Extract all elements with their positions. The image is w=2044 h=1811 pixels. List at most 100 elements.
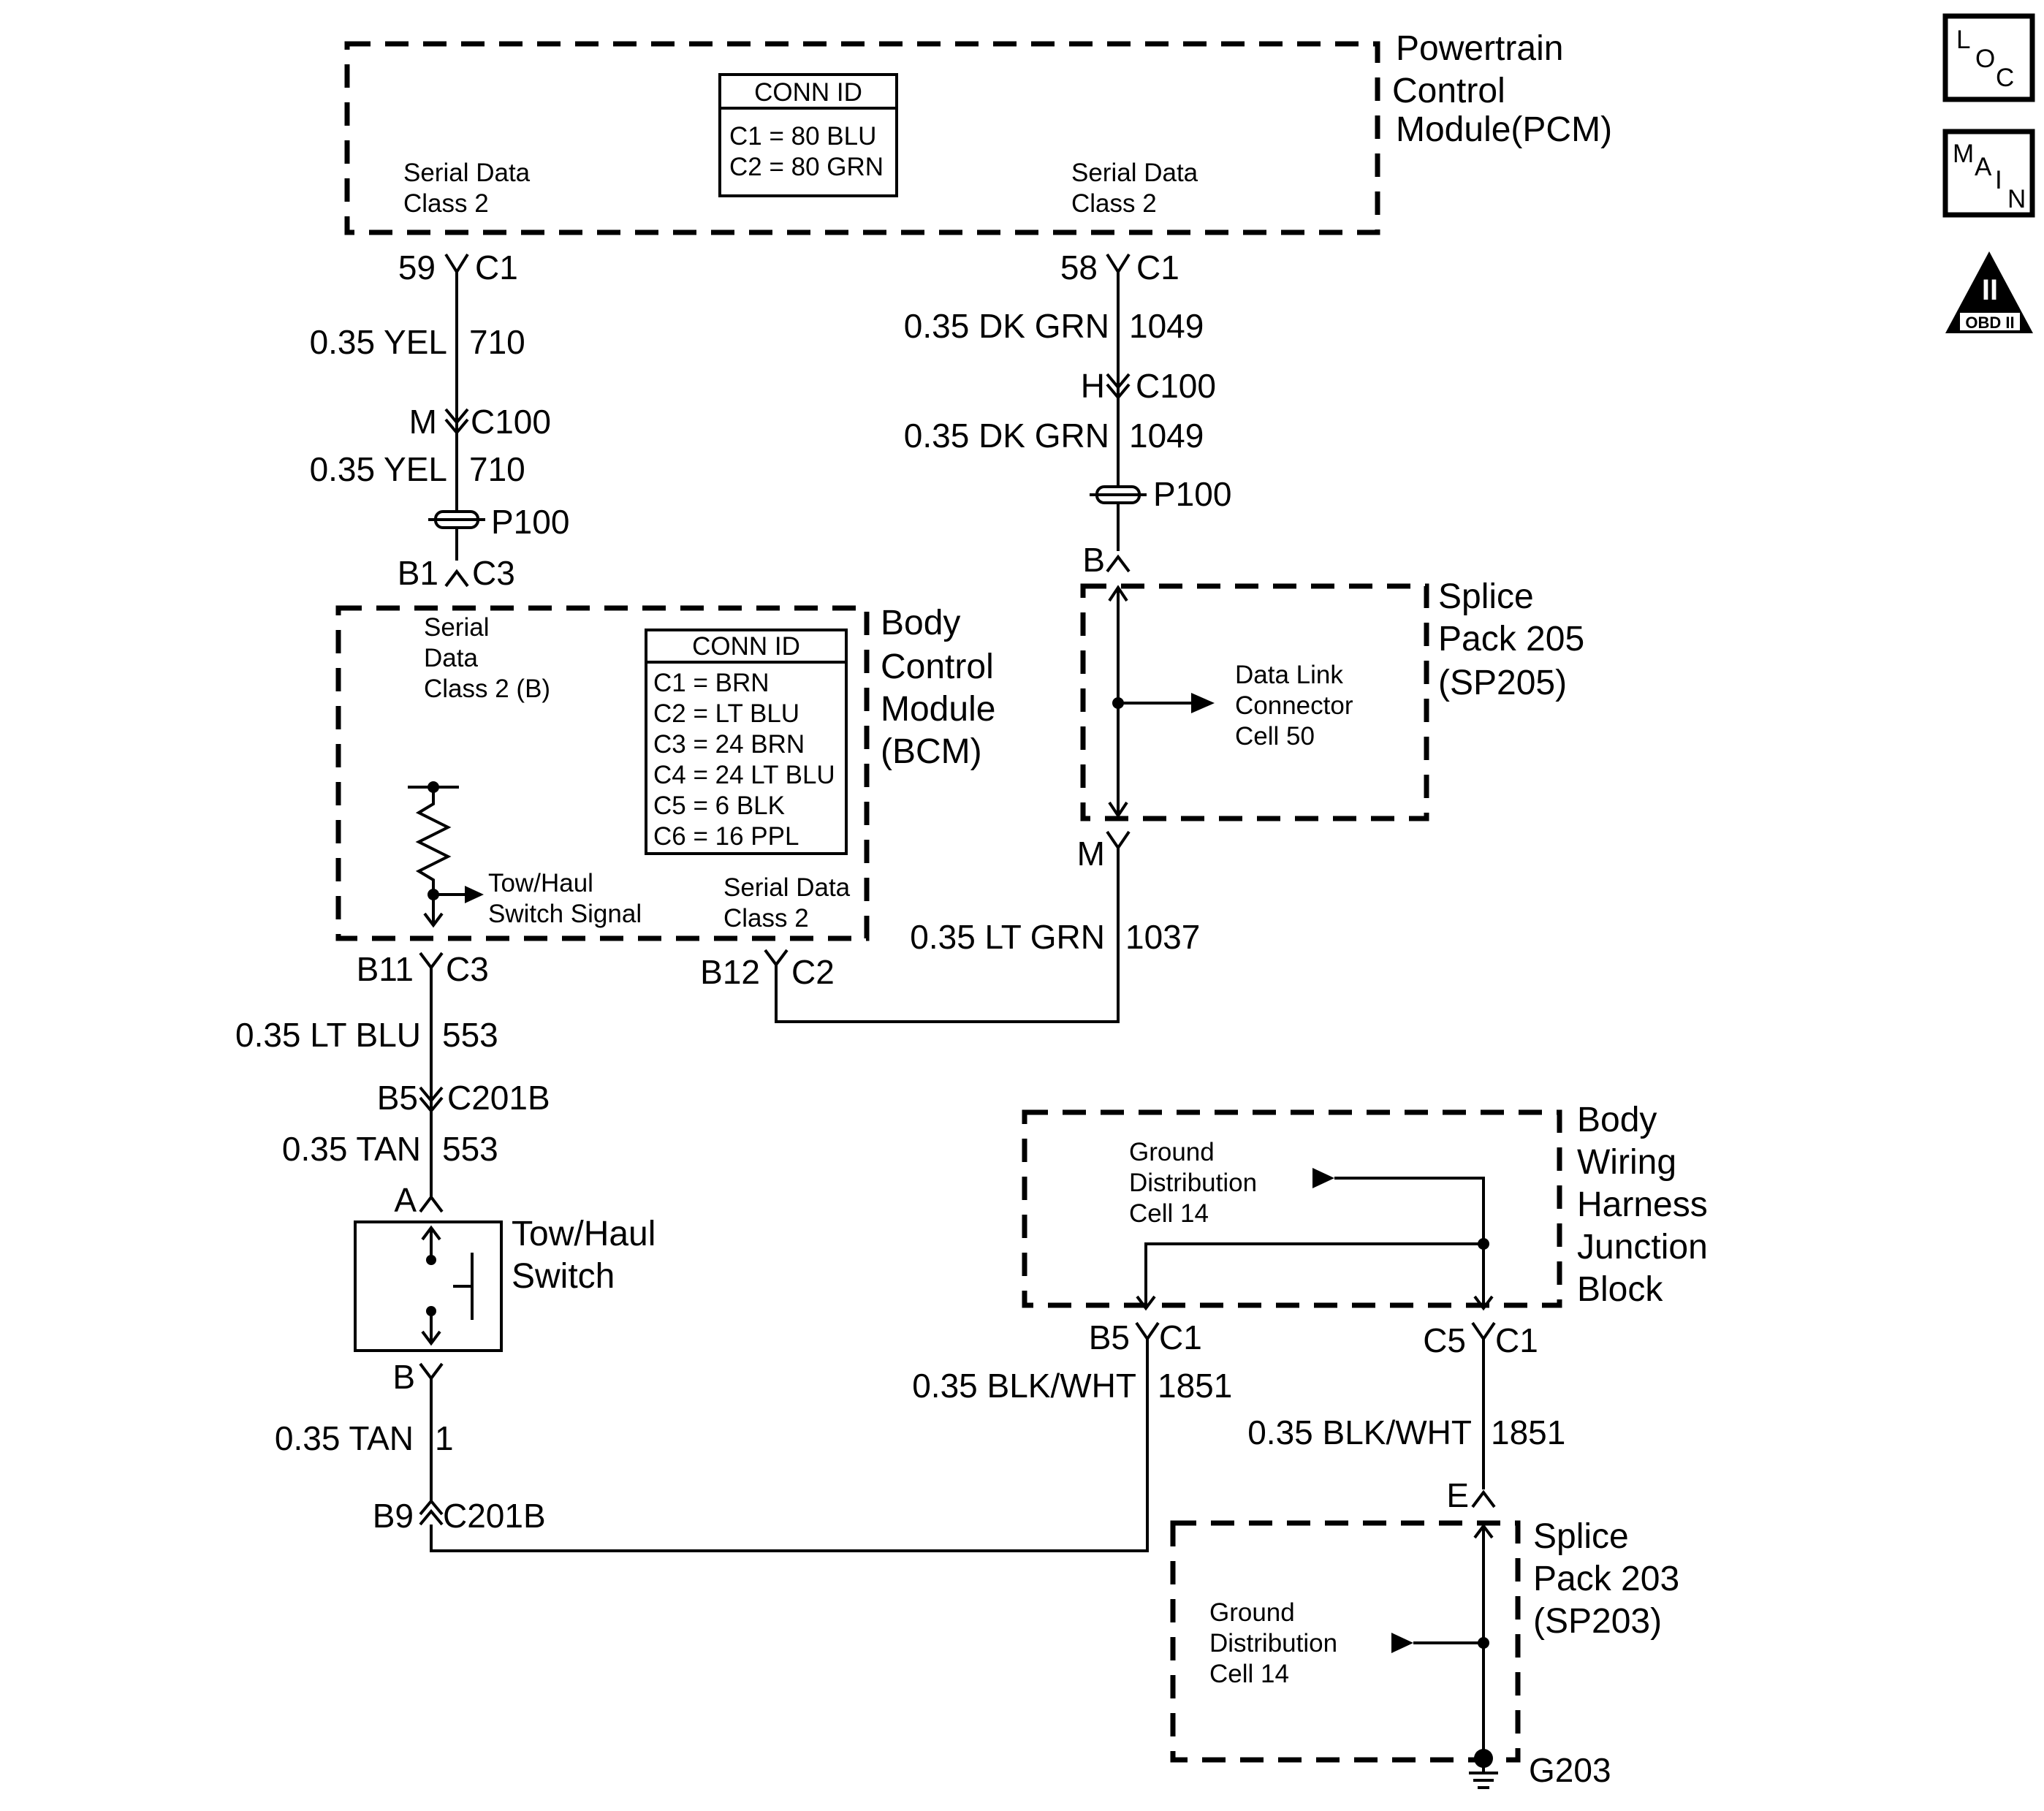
loc-letter: O <box>1975 45 1995 73</box>
sp205-name-line: (SP205) <box>1438 664 1567 702</box>
jb-name-line: Wiring <box>1577 1143 1676 1182</box>
obd-ii-icon[interactable]: II OBD II <box>1945 251 2033 333</box>
loc-letter: L <box>1956 26 1970 54</box>
connector-label: C1 <box>1136 248 1179 286</box>
pin-label: B <box>392 1358 415 1396</box>
connector-label: C3 <box>472 554 515 592</box>
jb-outline <box>1022 1109 1562 1308</box>
sp203-name-line: (SP203) <box>1533 1602 1662 1641</box>
obd-roman-numeral: II <box>1982 274 1998 306</box>
grommet-label: P100 <box>1153 475 1231 513</box>
jb-name-line: Body <box>1577 1101 1657 1139</box>
connector-label: C3 <box>446 950 489 988</box>
jb-left-circuit: B5 C1 0.35 BLK/WHT 1851 <box>912 1318 1232 1405</box>
momentary-switch-icon <box>421 1225 474 1346</box>
pin-label: B1 <box>398 554 438 592</box>
jb-right-circuit: C5 C1 0.35 BLK/WHT 1851 E <box>1247 1321 1565 1514</box>
arrow-down-icon <box>1136 1295 1494 1311</box>
pin-label: B12 <box>700 953 760 991</box>
towhaul-signal-label: Tow/Haul <box>488 869 593 897</box>
connector-male-symbol <box>1471 1489 1496 1508</box>
pin-label: E <box>1446 1476 1469 1514</box>
sp203-ground-label: Distribution <box>1209 1629 1337 1658</box>
wire-color-label: 0.35 BLK/WHT <box>1247 1413 1472 1451</box>
pcm-conn-id-row: C1 = 80 BLU <box>729 122 876 151</box>
bcm-conn-id-title: CONN ID <box>692 632 800 661</box>
bcm-conn-id-row: C6 = 16 PPL <box>653 822 799 851</box>
pcm-right-signal-label: Serial Data <box>1071 159 1198 187</box>
bcm-name-line: Body <box>881 604 960 642</box>
connector-label: C100 <box>1136 367 1216 405</box>
pin-label: B11 <box>357 950 414 988</box>
tow-haul-switch: Tow/Haul Switch <box>354 1215 656 1352</box>
pcm-left-signal-label: Serial Data <box>403 159 531 187</box>
bcm-name-line: (BCM) <box>881 732 982 771</box>
pin-label: B <box>1082 541 1105 579</box>
wire-color-label: 0.35 DK GRN <box>904 307 1109 345</box>
pin-label: 58 <box>1060 248 1098 286</box>
switch-ground-circuit: B 0.35 TAN 1 B9 C201B <box>275 1339 1149 1552</box>
main-letter: I <box>1995 166 2002 194</box>
wire-color-label: 0.35 YEL <box>310 450 447 488</box>
wire-circuit-label: 710 <box>469 323 525 361</box>
sp205-name-line: Splice <box>1438 577 1534 616</box>
jb-ground-label: Distribution <box>1129 1169 1257 1197</box>
wire-circuit-label: 553 <box>442 1016 498 1054</box>
bcm-conn-id-row: C3 = 24 BRN <box>653 730 805 759</box>
connector-female-symbol <box>764 949 789 968</box>
wire-circuit-label: 1037 <box>1125 918 1200 956</box>
dlc-label: Cell 50 <box>1235 722 1315 751</box>
bcm-conn-id-row: C5 = 6 BLK <box>653 791 785 820</box>
sp205-name-line: Pack 205 <box>1438 620 1584 658</box>
pcm-left-circuit: 59 C1 0.35 YEL 710 M C100 0.35 YEL 710 P… <box>310 248 570 592</box>
inline-connector-symbol <box>419 1086 444 1114</box>
connector-female-symbol <box>419 952 444 1197</box>
pcm-right-signal-label: Class 2 <box>1071 189 1157 218</box>
switch-name-line: Switch <box>512 1257 615 1296</box>
wire-color-label: 0.35 LT BLU <box>235 1016 421 1054</box>
dlc-label: Data Link <box>1235 661 1343 689</box>
connector-label: C201B <box>443 1497 546 1535</box>
loc-icon[interactable]: L O C <box>1942 13 2035 102</box>
connector-label: C201B <box>447 1079 550 1117</box>
bcm-conn-id-row: C1 = BRN <box>653 669 770 697</box>
wire-color-label: 0.35 BLK/WHT <box>912 1367 1136 1405</box>
sp203-name-line: Pack 203 <box>1533 1560 1679 1598</box>
sp203-ground-label: Ground <box>1209 1598 1295 1627</box>
bcm-serial-right-label: Class 2 <box>723 904 809 933</box>
inline-connector-symbol <box>444 408 469 436</box>
inline-connector-symbol <box>1106 373 1131 400</box>
connector-female-symbol <box>419 1362 444 1503</box>
pin-label: B5 <box>1089 1318 1130 1356</box>
bcm-outline <box>335 605 870 941</box>
obd-label: OBD II <box>1965 314 2014 332</box>
wire-circuit-label: 1049 <box>1129 417 1204 455</box>
wire-circuit-label: 1049 <box>1129 307 1204 345</box>
sp203-name-line: Splice <box>1533 1517 1629 1556</box>
junction-block: Body Wiring Harness Junction Block Groun… <box>1022 1101 1708 1311</box>
main-letter: A <box>1975 153 1992 181</box>
wire-circuit-label: 1851 <box>1491 1413 1565 1451</box>
pin-label: C5 <box>1423 1321 1466 1359</box>
tow-haul-circuit: B11 C3 0.35 LT BLU 553 B5 C201B 0.35 TAN… <box>235 950 550 1219</box>
main-icon[interactable]: M A I N <box>1942 129 2035 218</box>
splice-pack-203: Splice Pack 203 (SP203) Ground Distribut… <box>1170 1517 1679 1789</box>
pin-label: B5 <box>377 1079 418 1117</box>
connector-female-symbol <box>1135 1321 1160 1342</box>
pcm-conn-id-title: CONN ID <box>754 78 862 107</box>
bcm-conn-id-row: C2 = LT BLU <box>653 699 799 728</box>
wire-color-label: 0.35 TAN <box>282 1130 421 1168</box>
loc-letter: C <box>1996 64 2014 92</box>
wire-circuit-label: 710 <box>469 450 525 488</box>
pin-label: M <box>1077 835 1105 873</box>
connector-label: C1 <box>1159 1318 1202 1356</box>
bcm-module: Body Control Module (BCM) Serial Data Cl… <box>335 604 995 941</box>
bcm-name-line: Module <box>881 690 995 729</box>
main-letter: N <box>2007 185 2026 213</box>
connector-label: C1 <box>1495 1321 1538 1359</box>
pcm-outline <box>344 41 1380 235</box>
jb-ground-label: Cell 14 <box>1129 1199 1209 1228</box>
pin-label: A <box>394 1181 417 1219</box>
wire-circuit-label: 1851 <box>1158 1367 1232 1405</box>
